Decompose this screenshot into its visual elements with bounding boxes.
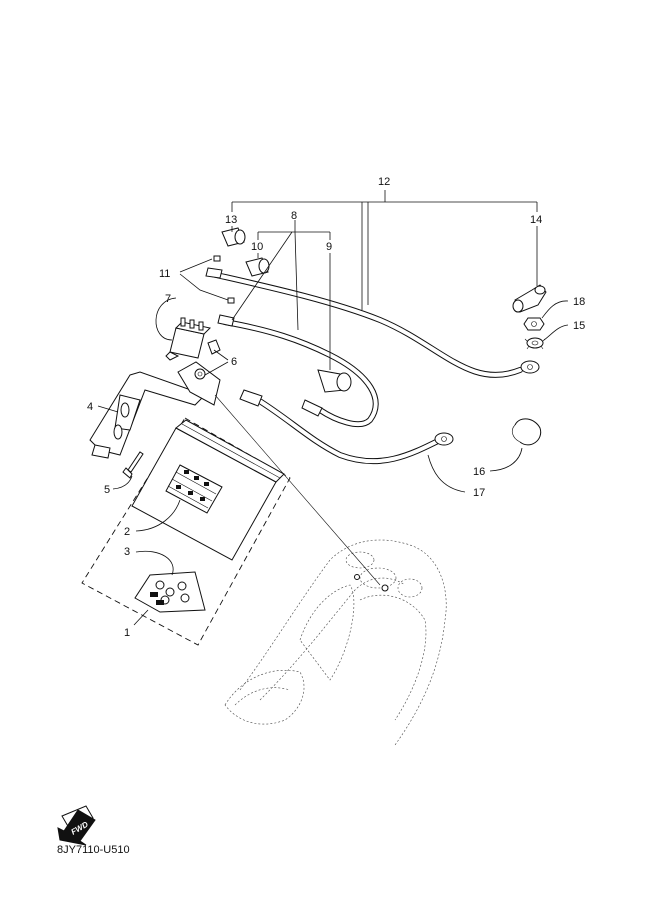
callout-4: 4 — [87, 401, 93, 413]
callout-3: 3 — [124, 546, 130, 558]
battery — [131, 419, 285, 561]
cap-11 — [213, 255, 235, 304]
terminal-cover-13 — [221, 227, 246, 247]
diagram-code: 8JY7110-U510 — [57, 844, 130, 856]
hull-outline — [224, 539, 447, 746]
terminal-cover-9 — [317, 369, 352, 393]
callout-5: 5 — [104, 484, 110, 496]
callout-13: 13 — [225, 214, 237, 226]
cable-terminals — [205, 267, 540, 446]
positive-cable — [222, 319, 379, 428]
callout-2: 2 — [124, 526, 130, 538]
callout-17: 17 — [473, 487, 485, 499]
terminal-cover-10 — [245, 257, 270, 277]
callout-16: 16 — [473, 466, 485, 478]
relay — [165, 317, 212, 361]
bolt — [122, 451, 144, 479]
callout-10: 10 — [251, 241, 263, 253]
ground-cable-long — [209, 271, 523, 378]
fwd-badge: FWD — [57, 805, 96, 846]
callout-11: 11 — [159, 268, 170, 280]
callout-7: 7 — [165, 293, 171, 305]
nut — [523, 317, 545, 331]
cable-band — [511, 418, 542, 446]
callout-6: 6 — [231, 356, 237, 368]
callout-labels: 1 2 3 4 5 6 7 8 9 10 11 12 13 14 15 16 1… — [87, 176, 585, 639]
callout-9: 9 — [326, 241, 332, 253]
callout-12: 12 — [378, 176, 390, 188]
callout-15: 15 — [573, 320, 585, 332]
fwd-arrow-icon — [57, 809, 96, 846]
callout-1: 1 — [124, 627, 130, 639]
terminal-cover-14 — [512, 284, 547, 313]
callout-14: 14 — [530, 214, 542, 226]
battery-pad — [134, 571, 206, 613]
callout-18: 18 — [573, 296, 585, 308]
battery-bracket — [89, 371, 206, 459]
lock-washer — [524, 337, 546, 350]
leader-lines — [97, 190, 569, 626]
ground-cable-short — [255, 397, 443, 465]
callout-8: 8 — [291, 210, 297, 222]
